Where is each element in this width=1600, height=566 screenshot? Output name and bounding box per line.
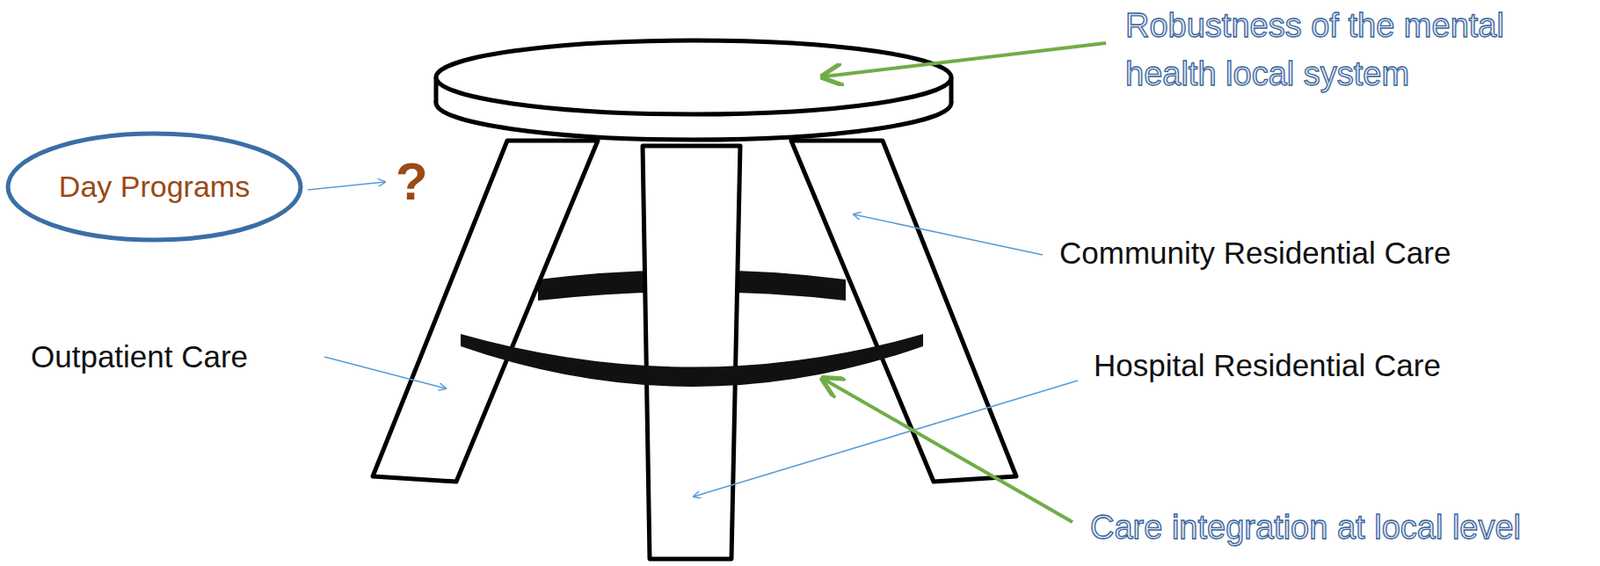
leader-arrow — [824, 43, 1106, 77]
leader-arrow — [824, 379, 1073, 523]
seat-top — [436, 40, 952, 115]
leader-arrow — [693, 380, 1078, 497]
node-text: Day Programs — [58, 169, 250, 204]
part-label: Community Residential Care — [1059, 233, 1451, 273]
leader-arrow — [853, 214, 1043, 255]
lower-rung — [460, 334, 924, 387]
leader-arrow — [324, 356, 446, 389]
ellipse-node: Day Programs — [5, 130, 304, 243]
question-mark: ? — [395, 150, 429, 214]
part-label: Hospital Residential Care — [1093, 346, 1441, 386]
left-leg — [372, 140, 598, 482]
part-label: Outpatient Care — [30, 337, 248, 377]
ellipse-shape — [7, 133, 301, 240]
right-leg — [791, 140, 1017, 482]
outlined-caption: Care integration at local level — [1090, 503, 1521, 553]
middle-leg — [642, 145, 741, 560]
leader-arrow — [307, 181, 386, 190]
outlined-caption: Robustness of the mental health local sy… — [1125, 1, 1583, 99]
